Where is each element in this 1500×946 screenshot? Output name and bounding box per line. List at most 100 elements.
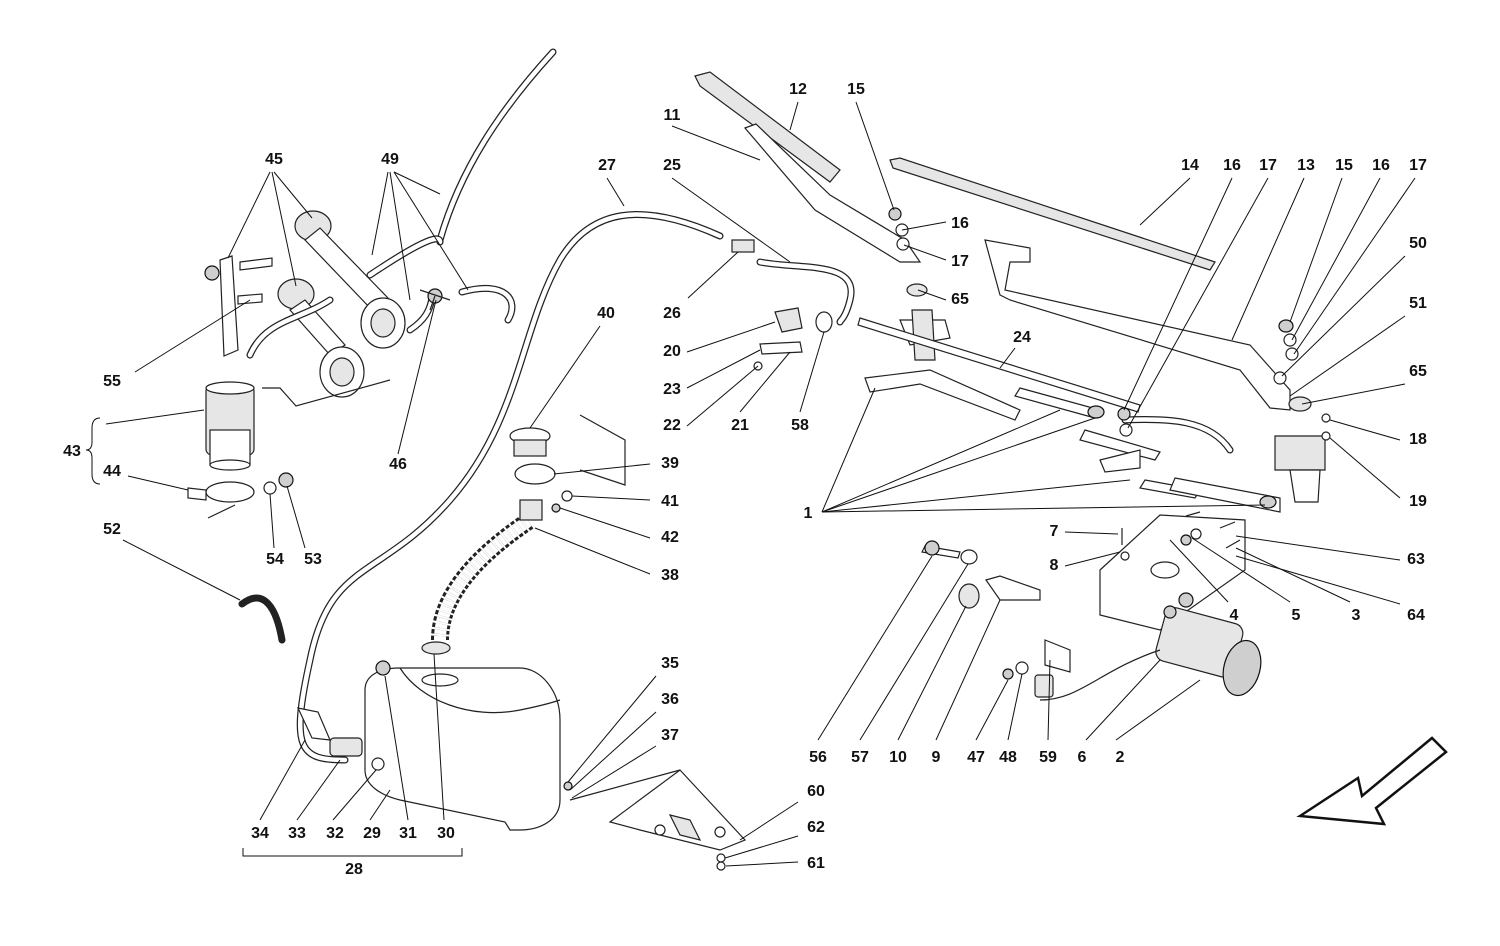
callout-26: 26: [663, 305, 681, 322]
callout-32: 32: [326, 825, 344, 842]
callout-45: 45: [265, 151, 283, 168]
callout-22: 22: [663, 417, 681, 434]
callout-46: 46: [389, 456, 407, 473]
callout-43: 43: [63, 443, 81, 460]
callout-20: 20: [663, 343, 681, 360]
washer-nozzle-lower: [277, 278, 365, 398]
callout-3: 3: [1352, 607, 1361, 624]
callout-33: 33: [288, 825, 306, 842]
callout-60: 60: [807, 783, 825, 800]
callout-31: 31: [399, 825, 417, 842]
callout-51: 51: [1409, 295, 1427, 312]
callout-15-right: 15: [1335, 157, 1353, 174]
callout-17-left: 17: [951, 253, 969, 270]
callout-65-right: 65: [1409, 363, 1427, 380]
washer-reservoir: [296, 641, 573, 831]
callout-19: 19: [1409, 493, 1427, 510]
motor-connector: [1034, 674, 1054, 698]
long-washer-hose: [296, 211, 724, 764]
callout-25: 25: [663, 157, 681, 174]
crank-parts: [921, 540, 1041, 609]
callout-4: 4: [1230, 607, 1239, 624]
callout-7: 7: [1050, 523, 1059, 540]
t-connector: [419, 288, 451, 311]
callout-16-right-b: 16: [1372, 157, 1390, 174]
junction-20: [774, 307, 803, 333]
callout-15-left: 15: [847, 81, 865, 98]
callout-23: 23: [663, 381, 681, 398]
callout-59: 59: [1039, 749, 1057, 766]
reservoir-pump: [296, 707, 385, 771]
left-wiper: [694, 71, 928, 297]
nut-53: [278, 472, 294, 488]
connector-26: [731, 239, 755, 253]
bracket-21: [759, 341, 803, 355]
callout-29: 29: [363, 825, 381, 842]
washer-nozzle-group: [187, 48, 557, 644]
washer-54: [263, 481, 277, 495]
front-direction-arrow-icon: [1296, 736, 1448, 826]
callout-6: 6: [1078, 749, 1087, 766]
callout-48: 48: [999, 749, 1017, 766]
washer-41: [561, 490, 573, 502]
callout-1: 1: [804, 505, 813, 522]
callout-52: 52: [103, 521, 121, 538]
callout-65-left: 65: [951, 291, 969, 308]
wiper-linkage: [857, 309, 1331, 513]
callout-49: 49: [381, 151, 399, 168]
callout-37: 37: [661, 727, 679, 744]
callout-18: 18: [1409, 431, 1427, 448]
callout-53: 53: [304, 551, 322, 568]
callout-38: 38: [661, 567, 679, 584]
callout-24: 24: [1013, 329, 1031, 346]
callout-17-right-a: 17: [1259, 157, 1277, 174]
callout-56: 56: [809, 749, 827, 766]
callout-58: 58: [791, 417, 809, 434]
callout-50: 50: [1409, 235, 1427, 252]
callout-30: 30: [437, 825, 455, 842]
callout-39: 39: [661, 455, 679, 472]
pump-clamp: [187, 481, 255, 519]
callout-27: 27: [598, 157, 616, 174]
callout-36: 36: [661, 691, 679, 708]
callout-61: 61: [807, 855, 825, 872]
callout-16-left: 16: [951, 215, 969, 232]
leader-lines: [85, 101, 1416, 867]
callout-57: 57: [851, 749, 869, 766]
callout-9: 9: [932, 749, 941, 766]
callout-44: 44: [103, 463, 121, 480]
callout-2: 2: [1116, 749, 1125, 766]
left-wiper-arm: [743, 123, 922, 263]
callout-40: 40: [597, 305, 615, 322]
callout-42: 42: [661, 529, 679, 546]
filler-neck-assembly: [431, 414, 626, 641]
callout-41: 41: [661, 493, 679, 510]
callout-14: 14: [1181, 157, 1199, 174]
callout-28: 28: [345, 861, 363, 878]
callout-5: 5: [1292, 607, 1301, 624]
callout-35: 35: [661, 655, 679, 672]
top-connectors: [731, 239, 855, 371]
filler-seal: [421, 641, 451, 655]
nut-42: [551, 503, 561, 513]
filler-neck-joint: [519, 499, 543, 521]
callout-17-right-b: 17: [1409, 157, 1427, 174]
callout-63: 63: [1407, 551, 1425, 568]
callout-labels: 45 49 55 43 44 46 52 54 53 27 25 11 12 1…: [63, 81, 1427, 878]
callout-64: 64: [1407, 607, 1425, 624]
right-wiper-arm: [984, 239, 1291, 411]
motor-bracket-59: [1044, 639, 1071, 673]
callout-47: 47: [967, 749, 985, 766]
callout-13: 13: [1297, 157, 1315, 174]
left-wiper-blade: [694, 71, 841, 183]
callout-12: 12: [789, 81, 807, 98]
callout-21: 21: [731, 417, 749, 434]
wiper-motor: [1002, 511, 1262, 701]
right-wiper-blade: [889, 157, 1216, 271]
tie-strap: [238, 594, 286, 644]
callout-16-right-a: 16: [1223, 157, 1241, 174]
callout-62: 62: [807, 819, 825, 836]
washer-pump: [205, 381, 255, 471]
mounting-plate: [569, 769, 747, 871]
